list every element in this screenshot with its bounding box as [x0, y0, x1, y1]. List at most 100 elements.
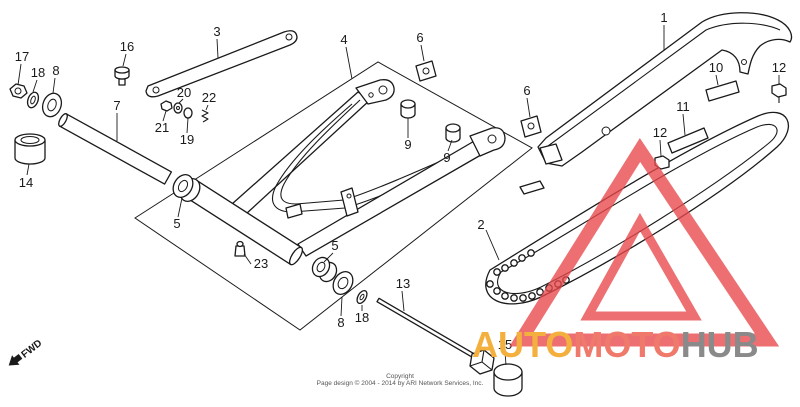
callout-23: 23	[254, 256, 268, 271]
leader-line	[323, 252, 334, 263]
chain-roller	[510, 259, 518, 267]
forward-label: FWD	[20, 338, 45, 361]
chain-roller	[501, 292, 509, 300]
chain-roller	[528, 292, 536, 300]
leader-line	[243, 253, 252, 265]
callout-21: 21	[155, 120, 169, 135]
callout-16: 16	[120, 39, 134, 54]
part-23-grease-fitting	[234, 240, 246, 257]
bolt-shaft	[376, 297, 476, 359]
chain-roller	[518, 254, 526, 262]
callout-17: 17	[15, 49, 29, 64]
callout-15: 15	[498, 337, 512, 352]
leader-line	[485, 229, 500, 261]
chain-case-rib	[547, 22, 781, 147]
callout-10: 10	[709, 60, 723, 75]
swingarm-right-axle-hole	[487, 134, 497, 144]
leader-line	[504, 351, 507, 366]
watermark-text-auto: AUTO	[472, 324, 573, 365]
callout-labels: 17 18 8 16 3 4 6 1 10 12 7 20 22 21 19 6…	[15, 10, 786, 352]
callout-11: 11	[676, 99, 690, 114]
washer-hole	[359, 293, 365, 301]
seal-inner	[337, 276, 349, 290]
watermark-triangle-icon	[509, 138, 780, 347]
part-5-collar-lower	[311, 256, 338, 283]
washer-hole	[176, 106, 180, 110]
callout-6-lower: 6	[523, 83, 530, 98]
part-8-seal-lower	[332, 271, 354, 295]
callout-13: 13	[396, 276, 410, 291]
chain-case-tab-hole	[741, 59, 747, 65]
leader-line	[32, 79, 38, 93]
leader-lines	[17, 25, 780, 366]
torque-link-bar	[145, 30, 298, 98]
chain-case-opening	[539, 143, 563, 165]
swingarm-small-tab	[285, 203, 303, 219]
leader-line	[715, 74, 719, 86]
fitting-nipple	[236, 240, 244, 248]
part-7-pivot-pipe	[58, 113, 173, 185]
leader-line	[178, 98, 184, 104]
chain-roller	[486, 280, 494, 288]
callout-12-upper: 12	[772, 60, 786, 75]
callout-3: 3	[213, 24, 220, 39]
leader-line	[17, 63, 22, 86]
bushing-top	[445, 123, 461, 133]
callout-4: 4	[340, 32, 347, 47]
part-21-nut	[160, 100, 173, 112]
part-6-bracket-upper	[415, 60, 437, 82]
watermark-triangle-outer	[509, 138, 780, 347]
bracket-hole	[527, 122, 535, 130]
leader-line	[659, 139, 662, 157]
callout-5-lower: 5	[331, 238, 338, 253]
forward-direction-indicator: FWD	[8, 338, 45, 366]
callout-22: 22	[202, 90, 216, 105]
leader-line	[26, 163, 30, 176]
forward-arrow-icon	[8, 353, 23, 366]
callout-9-right: 9	[443, 150, 450, 165]
watermark-text: AUTOMOTOHUB	[472, 324, 759, 365]
part-22-cotter-pin	[201, 109, 209, 123]
swingarm-right-arm	[297, 139, 487, 257]
swingarm-right-bracket	[469, 127, 506, 157]
callout-12-lower: 12	[653, 125, 667, 140]
chain-roller	[519, 294, 527, 302]
leader-line	[526, 97, 531, 118]
chain-case-mount-hole	[601, 126, 611, 136]
fitting-body	[234, 245, 246, 257]
torque-link-hole-rear	[285, 33, 293, 41]
swingarm-left-bracket	[355, 79, 395, 105]
swingarm-chain-guide-bracket	[340, 187, 359, 217]
watermark-logo: AUTOMOTOHUB	[472, 138, 780, 365]
callout-9-left: 9	[404, 137, 411, 152]
watermark-text-hub: HUB	[681, 324, 759, 365]
chain-guide-bracket-hole	[346, 193, 352, 199]
chain-outer-edge	[485, 111, 789, 305]
part-2-drive-chain	[485, 111, 789, 305]
swingarm-left-adjust-hole	[368, 92, 374, 98]
callout-7: 7	[113, 98, 120, 113]
part-1-chain-case	[537, 12, 793, 167]
chain-roller	[493, 268, 501, 276]
bolt-shank	[118, 78, 126, 86]
part-6-bracket-lower	[520, 115, 542, 138]
callout-8-upper: 8	[52, 63, 59, 78]
part-10-label	[705, 80, 740, 102]
bolt-head	[771, 83, 787, 98]
leader-line	[177, 197, 183, 218]
part-8-seal-upper	[41, 92, 63, 118]
part-16-bolt	[114, 66, 130, 86]
bushing-body	[14, 139, 46, 165]
chain-roller	[510, 294, 518, 302]
swingarm-left-axle-hole	[378, 85, 388, 95]
swingarm-pivot-tube-end	[288, 246, 304, 266]
nut-bore	[14, 87, 22, 95]
chain-roller	[493, 287, 501, 295]
part-12-bolt-upper	[771, 83, 787, 103]
copyright-line-1: Copyright	[386, 373, 414, 380]
chain-roller	[527, 249, 535, 257]
bracket-hole	[422, 67, 430, 75]
swingarm-brace-inner	[280, 99, 467, 205]
copyright-line-2: Page design © 2004 - 2014 by ARI Network…	[317, 379, 484, 387]
seal-inner	[47, 98, 57, 112]
